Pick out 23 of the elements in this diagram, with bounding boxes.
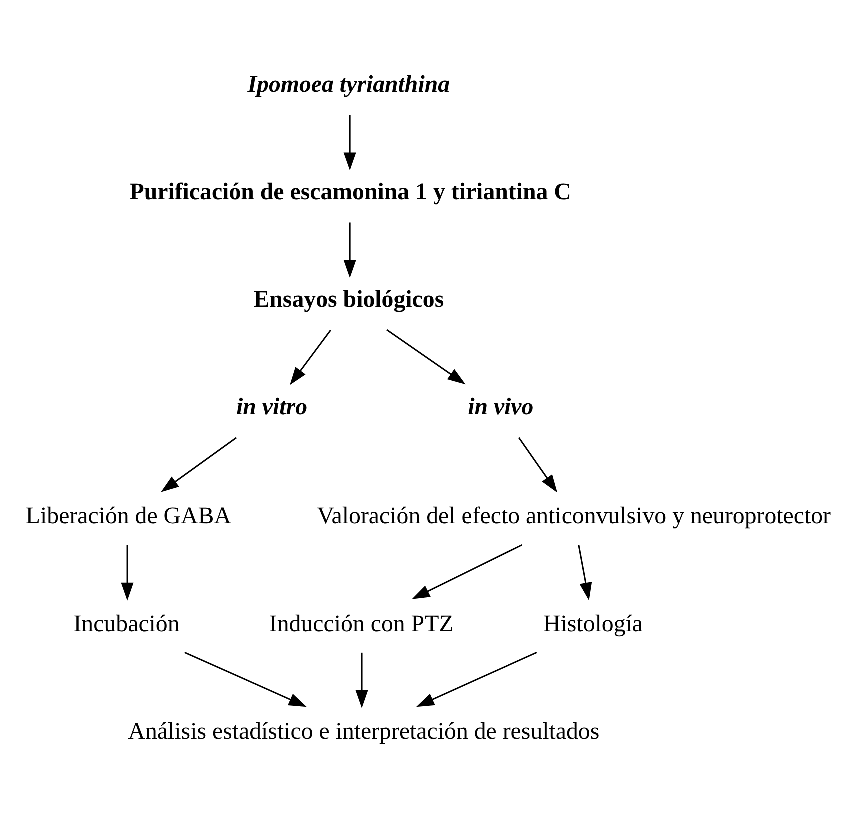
node-text: Incubación — [74, 611, 180, 638]
arrow — [412, 544, 523, 600]
node-text: Análisis estadístico e interpretación de resultados — [128, 718, 600, 745]
node-text: in vivo — [468, 394, 534, 421]
arrow — [121, 545, 134, 601]
arrow — [386, 329, 466, 385]
arrow — [518, 437, 558, 493]
arrow — [578, 545, 592, 601]
node-text: Valoración del efecto anticonvulsivo y neuroprotector — [317, 504, 832, 530]
arrow — [356, 652, 368, 708]
arrow — [290, 330, 332, 386]
arrow — [184, 652, 307, 708]
node-text: Purificación de escamonina 1 y tiriantina C — [130, 180, 572, 206]
arrow — [344, 222, 356, 278]
node-text: Inducción con PTZ — [269, 611, 454, 638]
node-text: Ensayos biológicos — [254, 287, 444, 314]
arrow — [161, 437, 238, 492]
arrow — [344, 115, 356, 171]
node-text: Histología — [544, 611, 643, 638]
node-text: Ipomoea tyrianthina — [248, 72, 450, 98]
node-text: in vitro — [236, 394, 308, 421]
arrow — [416, 652, 538, 708]
node-text: Liberación de GABA — [26, 504, 232, 530]
